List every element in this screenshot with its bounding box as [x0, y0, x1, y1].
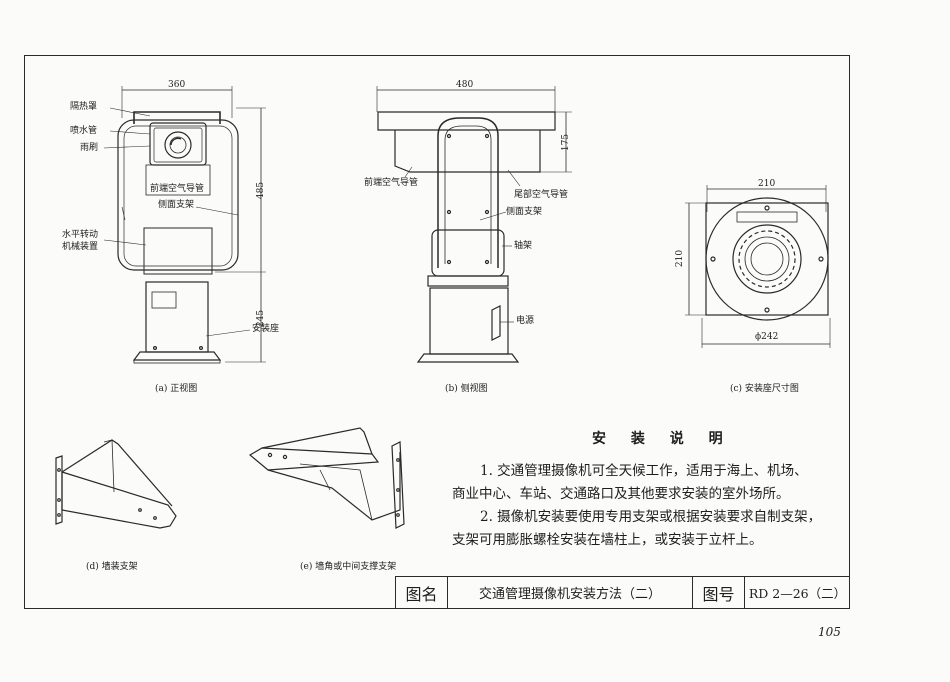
title-block-number-label: 图号: [692, 576, 744, 609]
label-side-bracket-b: 侧面支架: [506, 207, 543, 217]
caption-base-view: (c) 安装座尺寸图: [730, 384, 799, 394]
note-line-4: 支架可用膨胀螺栓安装在墙柱上，或安装于立杆上。: [452, 532, 763, 548]
label-mount-base: 安装座: [252, 324, 280, 334]
front-width-dim: 360: [168, 80, 186, 90]
label-power: 电源: [516, 316, 535, 326]
label-front-duct-a: 前端空气导管: [150, 184, 205, 194]
title-block-name: 交通管理摄像机安装方法（二）: [447, 576, 692, 609]
corner-bracket-drawing: [248, 427, 405, 529]
note-line-3: 2. 摄像机安装要使用专用支架或根据安装要求自制支架，: [480, 509, 822, 525]
label-pan-mechanism-2: 机械装置: [62, 242, 99, 252]
drawing-frame: [24, 55, 850, 609]
caption-wall-bracket: (d) 墙装支架: [86, 562, 138, 572]
notes-title: 安 装 说 明: [592, 431, 733, 447]
label-front-duct-b: 前端空气导管: [364, 178, 419, 188]
mount-base-view: [685, 185, 831, 348]
side-view: [376, 86, 572, 363]
label-pan-mechanism-1: 水平转动: [62, 230, 99, 240]
title-block-rule: [395, 576, 850, 577]
title-block-number: RD 2—26（二）: [744, 576, 850, 609]
note-line-1: 1. 交通管理摄像机可全天候工作，适用于海上、机场、: [480, 463, 808, 479]
front-view: [103, 86, 266, 364]
page-number: 105: [818, 625, 841, 639]
caption-side-view: (b) 侧视图: [445, 384, 488, 394]
label-rear-duct: 尾部空气导管: [514, 190, 569, 200]
label-spray-pipe: 喷水管: [70, 126, 98, 136]
label-heat-shield: 隔热罩: [70, 102, 98, 112]
label-axle-frame: 轴架: [514, 241, 533, 251]
label-wiper: 雨刷: [80, 143, 99, 153]
side-width-dim: 480: [456, 80, 474, 90]
note-line-2: 商业中心、车站、交通路口及其他要求安装的室外场所。: [452, 486, 790, 502]
wall-bracket-drawing: [55, 439, 177, 529]
label-side-bracket-a: 侧面支架: [158, 200, 195, 210]
base-diameter-dim: ϕ242: [755, 332, 779, 342]
side-height-dim: 175: [561, 133, 572, 152]
front-upper-height-dim: 485: [256, 181, 267, 200]
caption-corner-bracket: (e) 墙角或中间支撑支架: [300, 562, 397, 572]
base-width-dim: 210: [758, 179, 776, 189]
caption-front-view: (a) 正视图: [155, 384, 198, 394]
title-block-name-label: 图名: [395, 576, 447, 609]
base-height-dim: 210: [675, 249, 686, 268]
